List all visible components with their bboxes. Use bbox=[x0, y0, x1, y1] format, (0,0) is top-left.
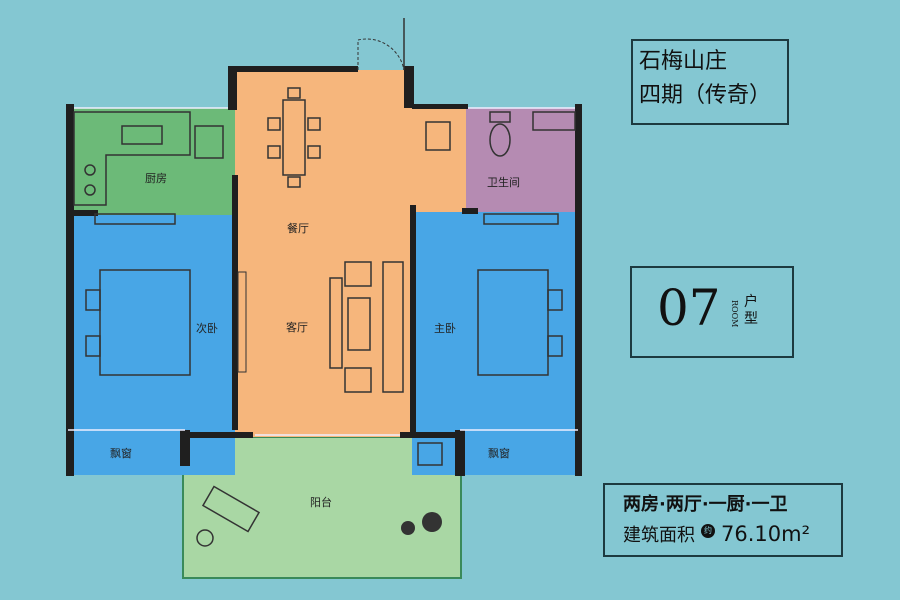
walls bbox=[66, 66, 582, 476]
unit-type-label: 户型 bbox=[744, 294, 758, 327]
unit-type-box: 07 ROOM 户型 bbox=[630, 266, 794, 358]
entry-sink-area bbox=[412, 108, 466, 212]
dining-label: 餐厅 bbox=[287, 221, 309, 235]
balcony-label: 阳台 bbox=[310, 495, 332, 509]
area-value: 76.10m² bbox=[721, 522, 810, 546]
project-phase: 四期（传奇） bbox=[639, 83, 772, 108]
master-bedroom-label: 主卧 bbox=[434, 322, 456, 335]
unit-room-en: ROOM bbox=[730, 300, 739, 328]
master-bedroom-bed-icon bbox=[477, 213, 563, 376]
plant-icon bbox=[401, 512, 442, 535]
living-dining-area bbox=[235, 70, 412, 437]
unit-info-box: 两房·两厅·一厨·一卫 建筑面积约 76.10m² bbox=[603, 483, 843, 557]
dining-table-icon bbox=[267, 87, 321, 188]
sofa-set-icon bbox=[329, 261, 404, 393]
area-label: 建筑面积 bbox=[623, 525, 695, 546]
project-name: 石梅山庄 bbox=[639, 49, 728, 74]
second-bedroom-area bbox=[68, 215, 235, 475]
window-lines bbox=[68, 107, 578, 436]
tv-cabinet-icon bbox=[237, 271, 247, 373]
master-bedroom-area bbox=[412, 212, 580, 475]
second-bedroom-bed-icon bbox=[85, 213, 191, 376]
entry-door-icon bbox=[357, 38, 405, 71]
unit-number: 07 bbox=[657, 279, 721, 337]
area-row: 建筑面积约 76.10m² bbox=[623, 519, 841, 551]
bay-window-right-label: 飘窗 bbox=[488, 446, 510, 460]
balcony-furniture-icon bbox=[196, 442, 443, 547]
bathroom-fixtures-icon bbox=[425, 111, 576, 157]
living-label: 客厅 bbox=[286, 320, 308, 334]
kitchen-counter-icon bbox=[73, 111, 224, 206]
second-bedroom-label: 次卧 bbox=[196, 321, 218, 335]
kitchen-label: 厨房 bbox=[145, 172, 167, 185]
project-title-box: 石梅山庄 四期（传奇） bbox=[631, 39, 789, 125]
kitchen-area bbox=[68, 108, 235, 215]
bathroom-label: 卫生间 bbox=[487, 175, 520, 189]
approx-badge: 约 bbox=[701, 524, 715, 538]
bathroom-area bbox=[466, 108, 580, 212]
layout-summary: 两房·两厅·一厨·一卫 bbox=[623, 494, 788, 515]
bay-window-left-label: 飘窗 bbox=[110, 446, 132, 460]
